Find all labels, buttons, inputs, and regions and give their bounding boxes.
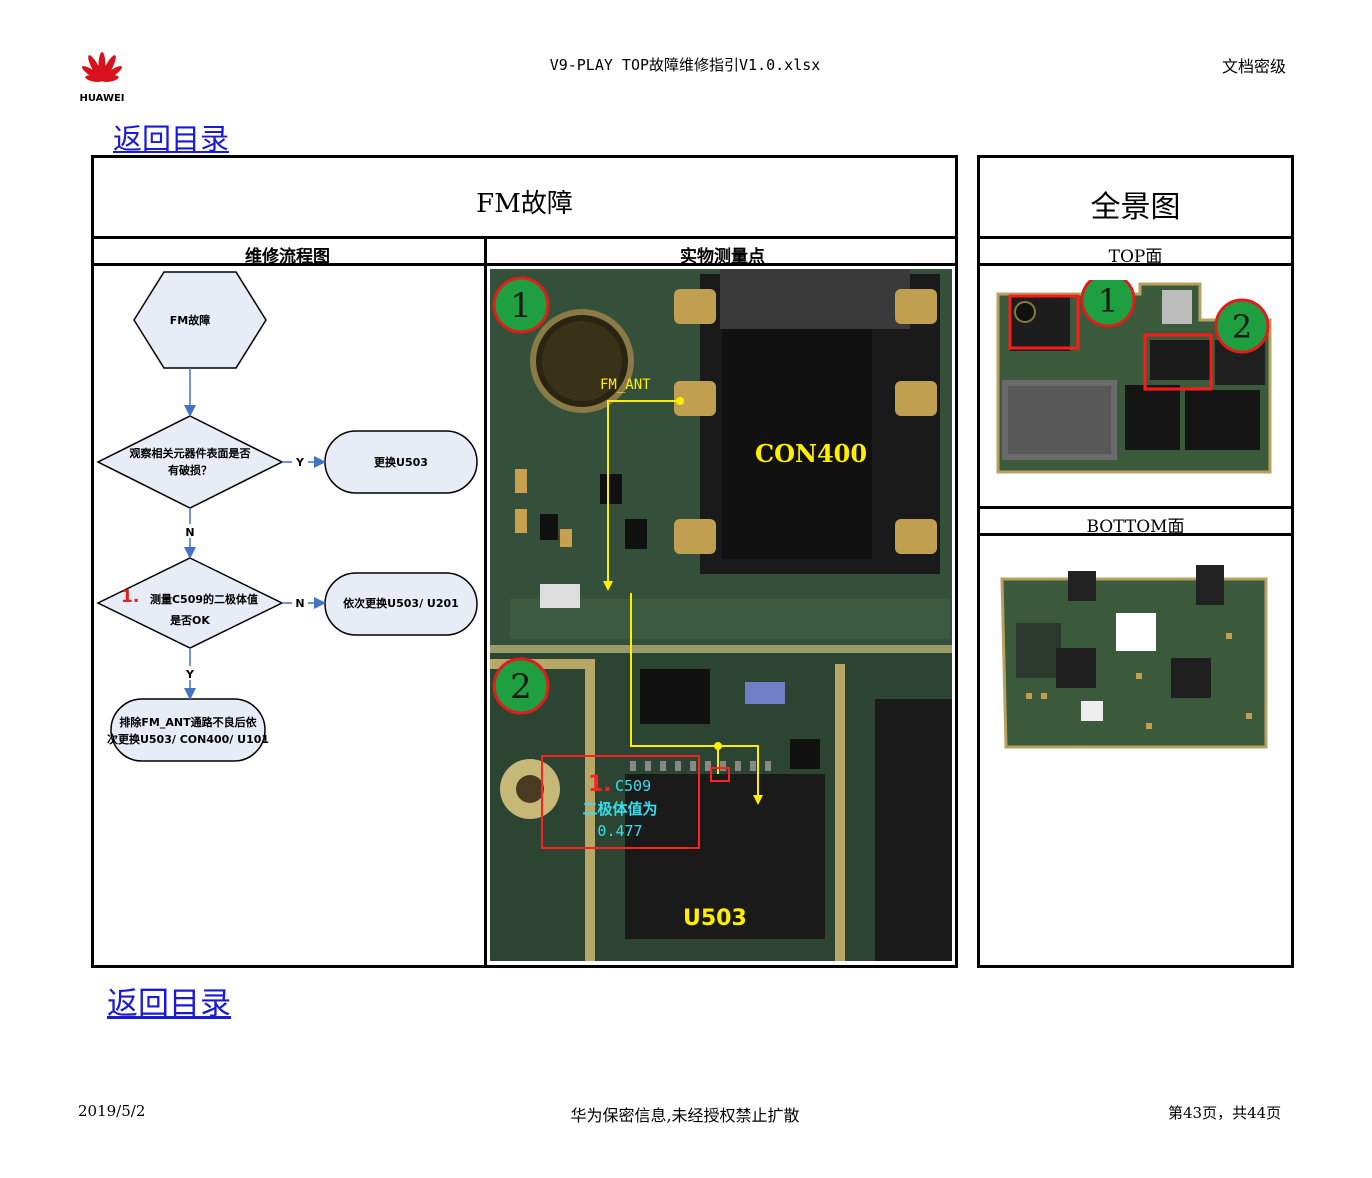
q2-line2: 是否OK	[169, 614, 210, 627]
huawei-petals-icon	[81, 52, 123, 82]
q1-yes-label: Y	[295, 456, 305, 469]
huawei-logo: HUAWEI	[76, 50, 128, 104]
back-to-toc-link-bottom[interactable]: 返回目录	[107, 986, 231, 1022]
top-marker-1-icon: 1	[1080, 280, 1136, 328]
anno-number: 1.	[588, 772, 612, 797]
measurement-photo: 1 2 FM_ANT CON400 U503 1. C509 二极体值为 0.4…	[490, 269, 952, 961]
main-panel	[91, 155, 958, 968]
security-level: 文档密级	[1222, 57, 1287, 76]
a1-label: 更换U503	[374, 455, 428, 469]
top-board-image: 1 2	[996, 280, 1272, 474]
top-side-label: TOP面	[1108, 247, 1163, 267]
q1-line1: 观察相关元器件表面是否	[130, 446, 251, 460]
brand-name: HUAWEI	[79, 93, 125, 104]
q1-line2: 有破损？	[168, 463, 212, 477]
flow-header: 维修流程图	[245, 247, 330, 267]
footer-notice: 华为保密信息,未经授权禁止扩散	[570, 1106, 800, 1125]
bottom-side-label: BOTTOM面	[1086, 517, 1185, 537]
marker-2-icon: 2	[492, 657, 550, 715]
bottom-board-image	[1000, 565, 1268, 749]
end-terminator	[110, 698, 266, 762]
decision-damage	[96, 415, 284, 509]
q2-line1: 测量C509的二极体值	[150, 592, 258, 606]
q2-number: 1.	[121, 587, 139, 607]
start-label: FM故障	[170, 313, 210, 327]
overview-panel	[977, 155, 1294, 968]
anno-part: C509	[615, 777, 651, 795]
q1-no-label: N	[185, 526, 194, 539]
svg-text:1: 1	[1098, 282, 1118, 320]
file-name: V9-PLAY TOP故障维修指引V1.0.xlsx	[549, 56, 821, 74]
marker-1-icon: 1	[492, 276, 550, 334]
end-line2: 次更换U503/ CON400/ U101	[107, 732, 269, 746]
a2-label: 依次更换U503/ U201	[343, 596, 459, 610]
svg-text:2: 2	[1232, 308, 1252, 346]
start-hexagon	[133, 271, 267, 369]
anno-line2: 二极体值为	[582, 800, 657, 818]
con400-label: CON400	[755, 439, 867, 468]
q2-no-label: N	[295, 597, 304, 610]
anno-value: 0.477	[597, 822, 642, 840]
top-marker-2-icon: 2	[1214, 298, 1270, 354]
measure-header: 实物测量点	[680, 247, 765, 267]
footer-date: 2019/5/2	[78, 1102, 146, 1120]
repair-flowchart: FM故障 观察相关元器件表面是否 有破损？ Y N 更换U503 1. 测量C5…	[96, 271, 478, 762]
fm-ant-label: FM_ANT	[600, 377, 651, 393]
u503-label: U503	[683, 906, 747, 931]
svg-text:1: 1	[510, 286, 532, 326]
q2-yes-label: Y	[185, 668, 195, 681]
overview-title: 全景图	[1090, 190, 1181, 225]
page-title: FM故障	[476, 189, 573, 219]
footer-page: 第43页，共44页	[1168, 1104, 1282, 1122]
end-line1: 排除FM_ANT通路不良后依	[119, 715, 257, 729]
svg-text:2: 2	[510, 667, 532, 707]
back-to-toc-link-top[interactable]: 返回目录	[113, 122, 230, 156]
